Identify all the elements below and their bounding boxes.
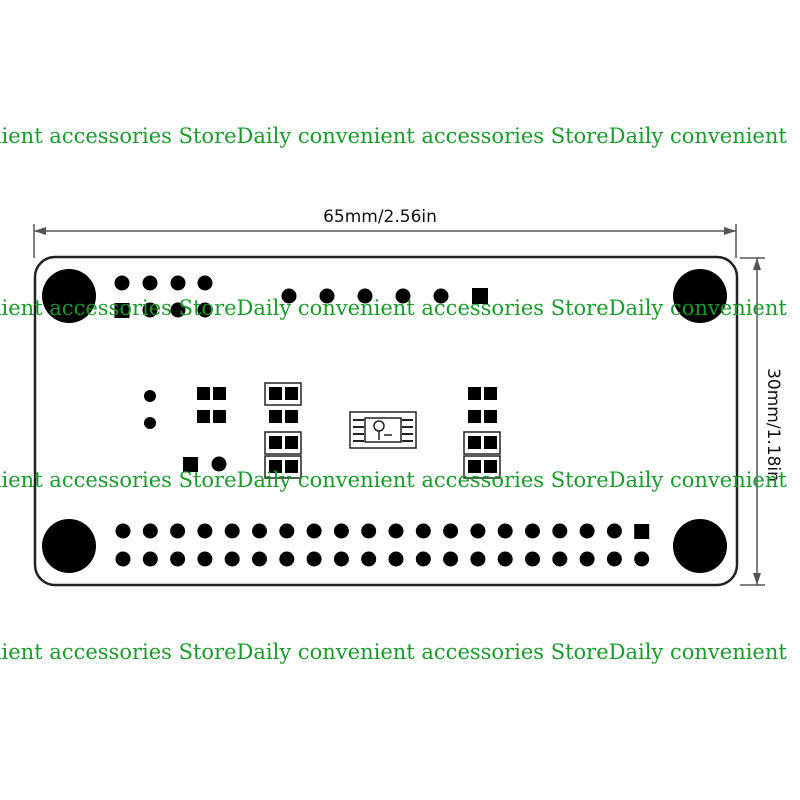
pin-pad-icon bbox=[525, 551, 540, 567]
pin-pad-icon bbox=[470, 551, 486, 567]
smd-pads bbox=[197, 382, 501, 479]
pin-pad-icon bbox=[224, 523, 240, 539]
pin-pad-icon bbox=[319, 288, 335, 304]
pin-pad-icon bbox=[279, 523, 295, 539]
pin-pad-icon bbox=[552, 551, 568, 567]
pin-pad-icon bbox=[443, 523, 459, 539]
pin-pad-icon bbox=[114, 275, 130, 291]
pin-pad-icon bbox=[170, 275, 186, 291]
pin-pad-icon bbox=[361, 551, 377, 567]
pin-pad-icon bbox=[142, 275, 158, 291]
pin-pad-icon bbox=[269, 410, 282, 423]
height-dimension bbox=[740, 257, 765, 586]
pin-pad-icon bbox=[306, 551, 322, 567]
height-label: 30mm/1.18in bbox=[763, 368, 783, 482]
pin-pad-icon bbox=[252, 551, 267, 567]
pin-pad-icon bbox=[497, 523, 513, 539]
pin-pad-icon bbox=[606, 523, 622, 539]
pin-pad-icon bbox=[224, 551, 240, 567]
pin-pad-icon bbox=[285, 460, 298, 473]
pin-group-misc bbox=[144, 390, 227, 472]
ic-chip-icon bbox=[349, 411, 417, 449]
pin-pad-icon bbox=[197, 387, 210, 400]
pin-pad-icon bbox=[170, 302, 186, 318]
pin-pad-icon bbox=[170, 551, 186, 567]
pin-pad-icon bbox=[484, 410, 497, 423]
pin-pad-icon bbox=[183, 457, 198, 472]
width-dimension bbox=[33, 224, 737, 258]
pin-pad-icon bbox=[142, 523, 158, 539]
mounting-holes bbox=[42, 269, 727, 573]
pin-pad-icon bbox=[388, 551, 404, 567]
pin-pad-icon bbox=[269, 436, 282, 449]
pin-pad-icon bbox=[468, 460, 481, 473]
pin-pad-icon bbox=[468, 410, 481, 423]
pin-pad-icon bbox=[269, 460, 282, 473]
pin-pad-icon bbox=[552, 523, 568, 539]
pin-pad-icon bbox=[142, 302, 158, 318]
pin-pad-icon bbox=[634, 551, 650, 567]
pin-pad-icon bbox=[281, 288, 297, 304]
pin-pad-icon bbox=[285, 436, 298, 449]
pin-pad-icon bbox=[433, 288, 449, 304]
pin-pad-icon bbox=[306, 523, 322, 539]
pin-pad-icon bbox=[285, 387, 298, 400]
pin-pad-icon bbox=[285, 410, 298, 423]
pin-pad-icon bbox=[269, 387, 282, 400]
pin-pad-icon bbox=[395, 288, 411, 304]
pin-pad-icon bbox=[333, 523, 349, 539]
mounting-hole-icon bbox=[673, 269, 727, 323]
pin-group-top-row bbox=[281, 288, 488, 304]
pin-pad-icon bbox=[197, 410, 210, 423]
pin-pad-icon bbox=[472, 288, 488, 304]
mounting-hole-icon bbox=[673, 519, 727, 573]
pin-group-top-left bbox=[114, 275, 213, 318]
pin-pad-icon bbox=[115, 523, 131, 539]
pin-pad-icon bbox=[484, 460, 497, 473]
pin-pad-icon bbox=[388, 523, 404, 539]
pin-pad-icon bbox=[361, 523, 377, 539]
pin-pad-icon bbox=[606, 551, 622, 567]
pin-pad-icon bbox=[115, 551, 131, 567]
mounting-hole-icon bbox=[42, 269, 96, 323]
pin-pad-icon bbox=[415, 523, 431, 539]
pin-pad-icon bbox=[197, 551, 213, 567]
pin-pad-icon bbox=[197, 275, 213, 291]
pin-pad-icon bbox=[497, 551, 513, 567]
pin-header-bottom bbox=[115, 523, 650, 567]
pin-pad-icon bbox=[170, 523, 186, 539]
pin-pad-icon bbox=[144, 390, 156, 402]
pin-pad-icon bbox=[197, 302, 213, 318]
pin-pad-icon bbox=[579, 523, 595, 539]
width-label: 65mm/2.56in bbox=[323, 207, 437, 227]
pin-pad-icon bbox=[211, 456, 227, 472]
pin-pad-icon bbox=[279, 551, 295, 567]
pin-pad-icon bbox=[484, 387, 497, 400]
pin-pad-icon bbox=[357, 288, 373, 304]
pin-pad-icon bbox=[443, 551, 459, 567]
pin-pad-icon bbox=[468, 436, 481, 449]
pin-pad-icon bbox=[114, 303, 130, 318]
pin-pad-icon bbox=[468, 387, 481, 400]
pin-pad-icon bbox=[634, 524, 650, 539]
pin-pad-icon bbox=[579, 551, 595, 567]
pin-pad-icon bbox=[252, 523, 267, 539]
pin-pad-icon bbox=[415, 551, 431, 567]
pin-pad-icon bbox=[213, 387, 226, 400]
pin-pad-icon bbox=[144, 417, 156, 429]
pin-pad-icon bbox=[484, 436, 497, 449]
pin-pad-icon bbox=[142, 551, 158, 567]
pin-pad-icon bbox=[333, 551, 349, 567]
mounting-hole-icon bbox=[42, 519, 96, 573]
pin-pad-icon bbox=[470, 523, 486, 539]
pin-pad-icon bbox=[525, 523, 540, 539]
pin-pad-icon bbox=[197, 523, 213, 539]
pin-pad-icon bbox=[213, 410, 226, 423]
